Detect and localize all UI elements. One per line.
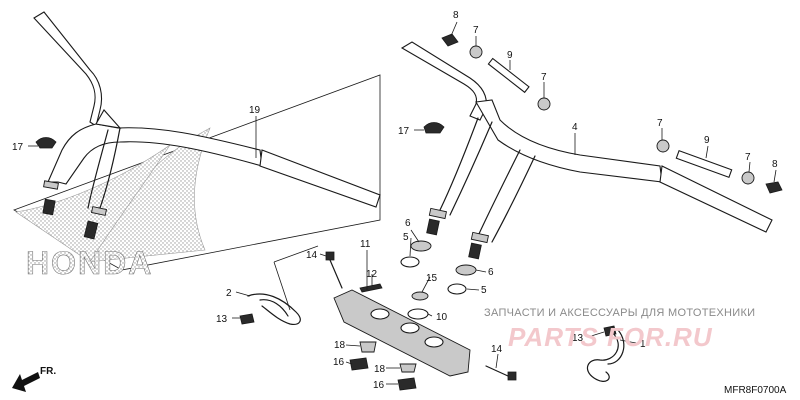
- front-direction-indicator: FR.: [12, 366, 56, 392]
- callout-16-b: 16: [373, 380, 385, 391]
- callout-7-top-b: 7: [541, 72, 547, 83]
- callout-4: 4: [572, 122, 578, 133]
- right-weights: [656, 139, 783, 194]
- callout-17-right: 17: [398, 126, 410, 137]
- callout-14-bottom: 14: [491, 344, 503, 355]
- watermark-brand: PARTS FOR.RU: [508, 322, 713, 352]
- watermark: ЗАПЧАСТИ И АКСЕССУАРЫ ДЛЯ МОТОТЕХНИКИ PA…: [484, 307, 755, 352]
- callout-numbers: 19 17 8 7 9 7 4 17 7 9 7 8 11 12 6 5 14 …: [12, 10, 778, 391]
- right-handlebar-4: [400, 41, 773, 260]
- callout-18-b: 18: [374, 364, 386, 375]
- watermark-line: ЗАПЧАСТИ И АКСЕССУАРЫ ДЛЯ МОТОТЕХНИКИ: [484, 307, 755, 319]
- front-arrow-icon: [12, 372, 40, 392]
- callout-leaders: [28, 21, 777, 385]
- upper-weights: [35, 33, 551, 149]
- callout-13-left: 13: [216, 314, 228, 325]
- callout-10: 10: [436, 312, 448, 323]
- callout-11: 11: [360, 239, 371, 250]
- callout-8-right: 8: [772, 159, 778, 170]
- callout-18-a: 18: [334, 340, 346, 351]
- callout-8-top: 8: [453, 10, 459, 21]
- callout-2: 2: [226, 288, 232, 299]
- honda-logo-text: HONDA: [26, 245, 153, 281]
- callout-9-top: 9: [507, 50, 513, 61]
- callout-7-right-b: 7: [745, 152, 751, 163]
- callout-6-right: 6: [488, 267, 494, 278]
- front-label: FR.: [40, 366, 56, 377]
- callout-7-right-a: 7: [657, 118, 663, 129]
- callout-5-left: 5: [403, 232, 409, 243]
- upper-holder-11: [273, 245, 471, 377]
- left-handlebar-19: [33, 11, 381, 240]
- callout-7-top-a: 7: [473, 25, 479, 36]
- cable-clips: [247, 293, 625, 382]
- callout-17-left: 17: [12, 142, 24, 153]
- diagram-code: MFR8F0700A: [724, 385, 787, 396]
- callout-16-a: 16: [333, 357, 345, 368]
- callout-12: 12: [366, 269, 378, 280]
- callout-6-left: 6: [405, 218, 411, 229]
- callout-19: 19: [249, 105, 261, 116]
- callout-5-right: 5: [481, 285, 487, 296]
- callout-15: 15: [426, 273, 438, 284]
- bushings: [359, 240, 477, 320]
- callout-14-top: 14: [306, 250, 318, 261]
- callout-13-right: 13: [572, 333, 584, 344]
- honda-inset-panel: HONDA: [13, 74, 381, 281]
- callout-9-right: 9: [704, 135, 710, 146]
- callout-1: 1: [640, 339, 646, 350]
